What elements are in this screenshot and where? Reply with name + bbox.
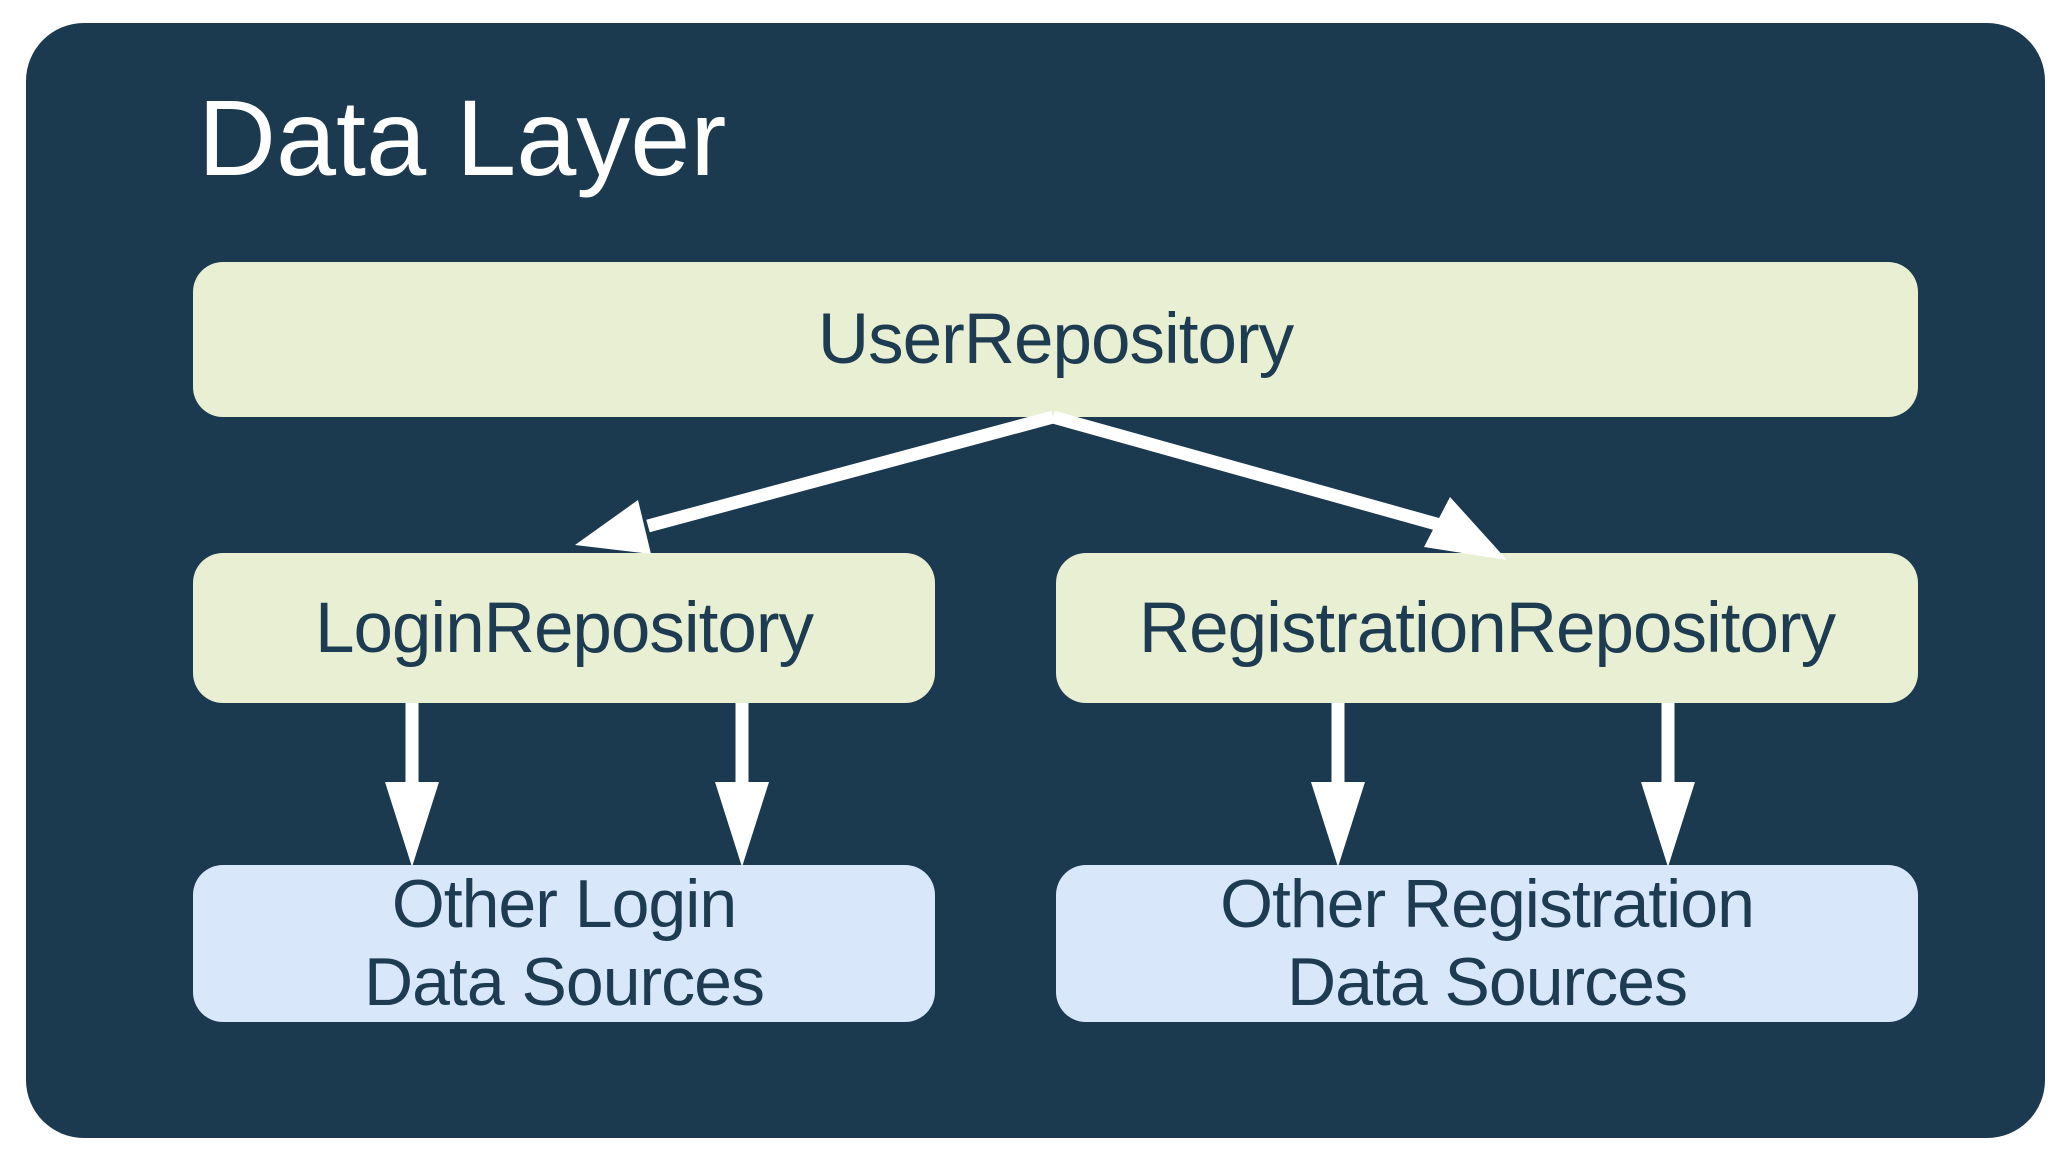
node-user-repository-label: UserRepository xyxy=(817,300,1294,379)
node-user-repository: UserRepository xyxy=(193,262,1918,417)
other-registration-label-line1: Other Registration xyxy=(1220,865,1755,942)
node-login-repository: LoginRepository xyxy=(193,553,935,703)
diagram-title: Data Layer xyxy=(198,77,727,198)
other-login-label-line2: Data Sources xyxy=(364,943,765,1020)
node-other-registration-data-sources: Other Registration Data Sources xyxy=(1056,865,1918,1022)
other-login-label-line1: Other Login xyxy=(391,865,737,942)
node-other-login-data-sources: Other Login Data Sources xyxy=(193,865,935,1022)
other-registration-label-line2: Data Sources xyxy=(1287,943,1688,1020)
node-login-repository-label: LoginRepository xyxy=(314,588,814,668)
node-registration-repository-label: RegistrationRepository xyxy=(1138,588,1836,668)
node-registration-repository: RegistrationRepository xyxy=(1056,553,1918,703)
